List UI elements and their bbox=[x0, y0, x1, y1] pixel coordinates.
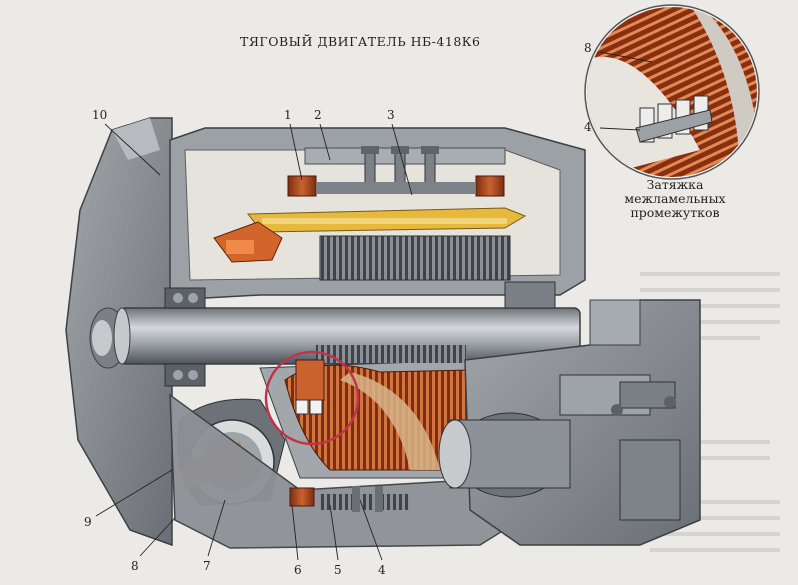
bearings bbox=[164, 281, 556, 387]
callout-3: 3 bbox=[387, 108, 395, 122]
pole-bolts bbox=[361, 146, 439, 185]
axle-housing bbox=[438, 299, 701, 546]
inset-detail bbox=[584, 4, 760, 180]
inset-caption-line-2: межламельных bbox=[624, 191, 726, 206]
inset-callout-8: 8 bbox=[584, 41, 592, 55]
diagram-title: ТЯГОВЫЙ ДВИГАТЕЛЬ НБ-418К6 bbox=[240, 34, 481, 49]
highlight-ring bbox=[264, 350, 360, 446]
inset-caption-line-3: промежутков bbox=[630, 205, 720, 220]
armature-winding-upper bbox=[213, 207, 527, 281]
inset-caption: Затяжка межламельных промежутков bbox=[600, 178, 750, 220]
callout-9: 9 bbox=[84, 515, 92, 529]
callout-1: 1 bbox=[284, 108, 292, 122]
callout-6: 6 bbox=[294, 563, 302, 577]
pole-coil-upper bbox=[287, 175, 505, 197]
leader-lines bbox=[95, 51, 653, 561]
inset-callout-4: 4 bbox=[584, 120, 592, 134]
background-page-lines bbox=[640, 272, 780, 552]
callout-4: 4 bbox=[378, 563, 386, 577]
inset-caption-line-1: Затяжка bbox=[646, 177, 704, 192]
callout-8: 8 bbox=[131, 559, 139, 573]
callout-numbers: 10 1 2 3 8 4 9 8 7 6 5 4 bbox=[84, 41, 592, 577]
callout-5: 5 bbox=[334, 563, 342, 577]
callout-7: 7 bbox=[203, 559, 211, 573]
armature-lower bbox=[259, 345, 471, 479]
callout-10: 10 bbox=[92, 108, 107, 122]
callout-2: 2 bbox=[314, 108, 322, 122]
